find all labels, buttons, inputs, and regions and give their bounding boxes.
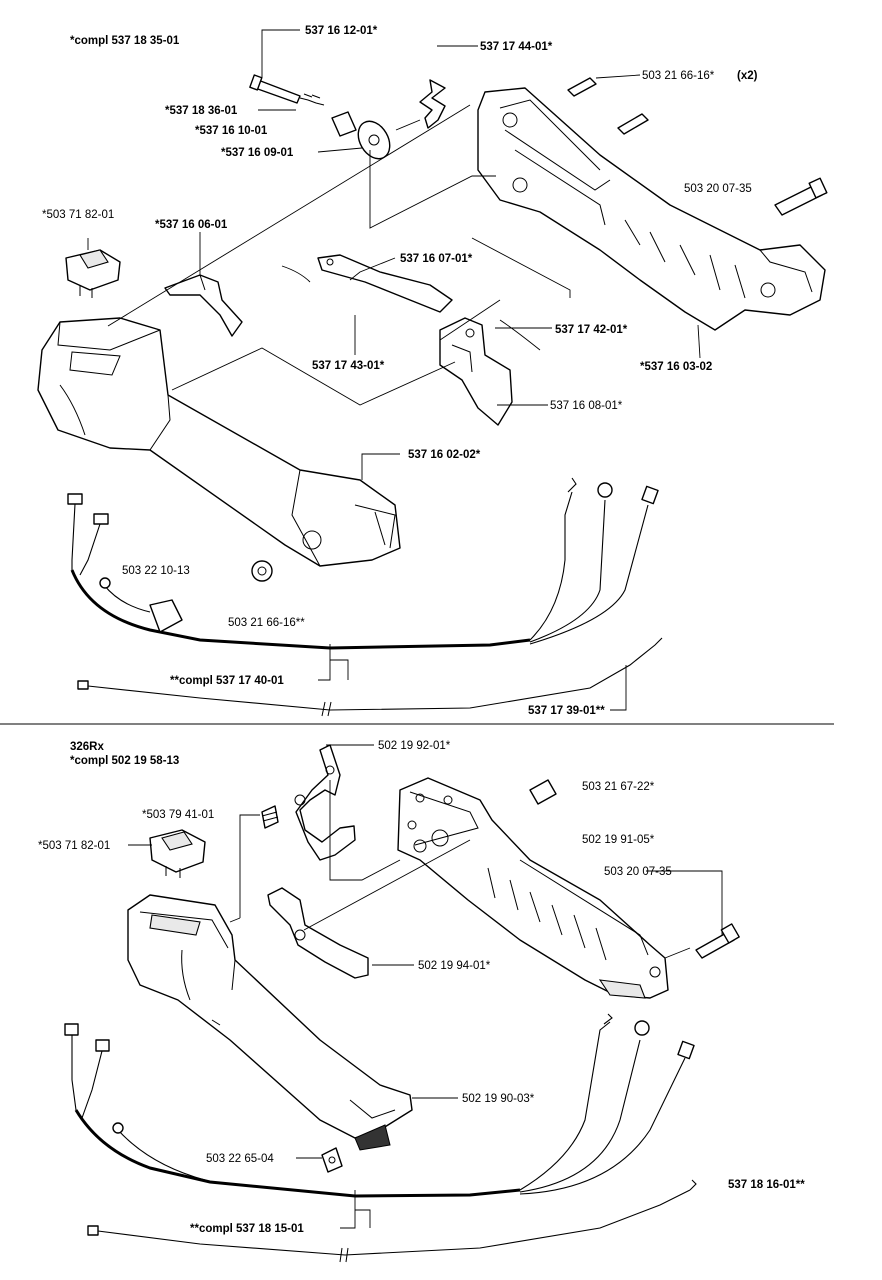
part-label: 537 17 39-01**: [528, 705, 605, 717]
part-label: 503 20 07-35: [684, 183, 752, 195]
lock-lever-part: [164, 274, 243, 337]
part-label: *503 79 41-01: [142, 809, 214, 821]
part-label: 503 22 65-04: [206, 1153, 274, 1165]
lock-lever-part: [294, 744, 356, 861]
part-label: **compl 537 18 15-01: [190, 1223, 304, 1235]
part-label: 537 16 08-01*: [550, 400, 623, 412]
part-label: *503 71 82-01: [38, 840, 110, 852]
part-label: 503 21 66-16**: [228, 617, 305, 629]
part-label: *537 16 03-02: [640, 361, 712, 373]
part-label: 502 19 92-01*: [378, 740, 451, 752]
part-label: 502 19 94-01*: [418, 960, 491, 972]
nut-part: [251, 560, 273, 582]
nut-part: [321, 1147, 343, 1173]
part-label: **compl 537 17 40-01: [170, 675, 284, 687]
spring-part: [261, 805, 279, 829]
switch-part: [65, 249, 121, 298]
part-label: *503 71 82-01: [42, 209, 114, 221]
part-quantity: (x2): [737, 70, 758, 82]
leader-lines: [128, 744, 723, 1159]
part-label: 503 20 07-35: [604, 866, 672, 878]
spring-clip-part: [419, 79, 446, 129]
handle-cover-part: [477, 87, 826, 331]
wire-harness-part: [67, 477, 659, 681]
leader-lines: [87, 29, 701, 480]
part-label: 537 16 02-02*: [408, 449, 481, 461]
throttle-trigger-part: [439, 317, 513, 426]
part-label: 503 21 67-22*: [582, 781, 655, 793]
screw-part: [567, 77, 828, 216]
switch-part: [149, 829, 206, 878]
cable-part: [77, 637, 663, 717]
main-handle-part: [127, 894, 413, 1151]
bottom-assembly-title: *compl 502 19 58-13: [70, 755, 179, 767]
throttle-link-part: [317, 254, 453, 313]
top-assembly-title: *compl 537 18 35-01: [70, 35, 180, 47]
part-label: 537 17 43-01*: [312, 360, 385, 372]
throttle-trigger-part: [267, 887, 369, 979]
part-label: 537 16 12-01*: [305, 25, 378, 37]
part-label: 502 19 91-05*: [582, 834, 655, 846]
part-label: 503 22 10-13: [122, 565, 190, 577]
part-label: 537 17 44-01*: [480, 41, 553, 53]
wire-harness-part: [64, 1013, 695, 1229]
cable-part: [87, 1179, 697, 1263]
part-label: 537 17 42-01*: [555, 324, 628, 336]
main-handle-part: [37, 317, 401, 567]
model-label: 326Rx: [70, 741, 104, 753]
top-assembly: *compl 537 18 35-01 537 16 12-01* 537 17…: [37, 25, 828, 717]
part-label: 502 19 90-03*: [462, 1093, 535, 1105]
screw-part: [529, 779, 740, 959]
part-label: 537 16 07-01*: [400, 253, 473, 265]
adjust-screw-part: [249, 74, 391, 160]
bottom-assembly: 326Rx *compl 502 19 58-13 502 19 92-01* …: [38, 740, 805, 1263]
part-label: 503 21 66-16*: [642, 70, 715, 82]
part-label: *537 16 06-01: [155, 219, 228, 231]
part-label: *537 16 09-01: [221, 147, 294, 159]
handle-cover-part: [397, 777, 669, 999]
part-label: 537 18 16-01**: [728, 1179, 805, 1191]
part-label: *537 16 10-01: [195, 125, 268, 137]
part-label: *537 18 36-01: [165, 105, 238, 117]
